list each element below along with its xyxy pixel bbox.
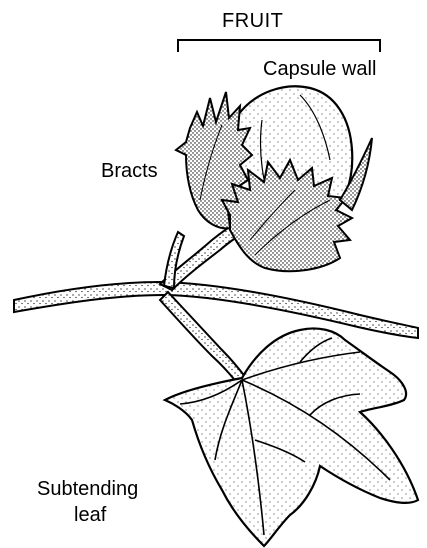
main-stem	[14, 282, 418, 338]
leaf-petiole	[160, 292, 246, 384]
bracts-label: Bracts	[101, 160, 158, 182]
fruit-label: FRUIT	[222, 10, 283, 32]
subtending-leaf-label-line1: Subtending	[37, 478, 138, 500]
capsule-wall-label: Capsule wall	[263, 58, 376, 80]
subtending-leaf-label-line2: leaf	[74, 504, 106, 526]
subtending-leaf	[165, 328, 418, 546]
fruit-bracket	[178, 40, 380, 52]
